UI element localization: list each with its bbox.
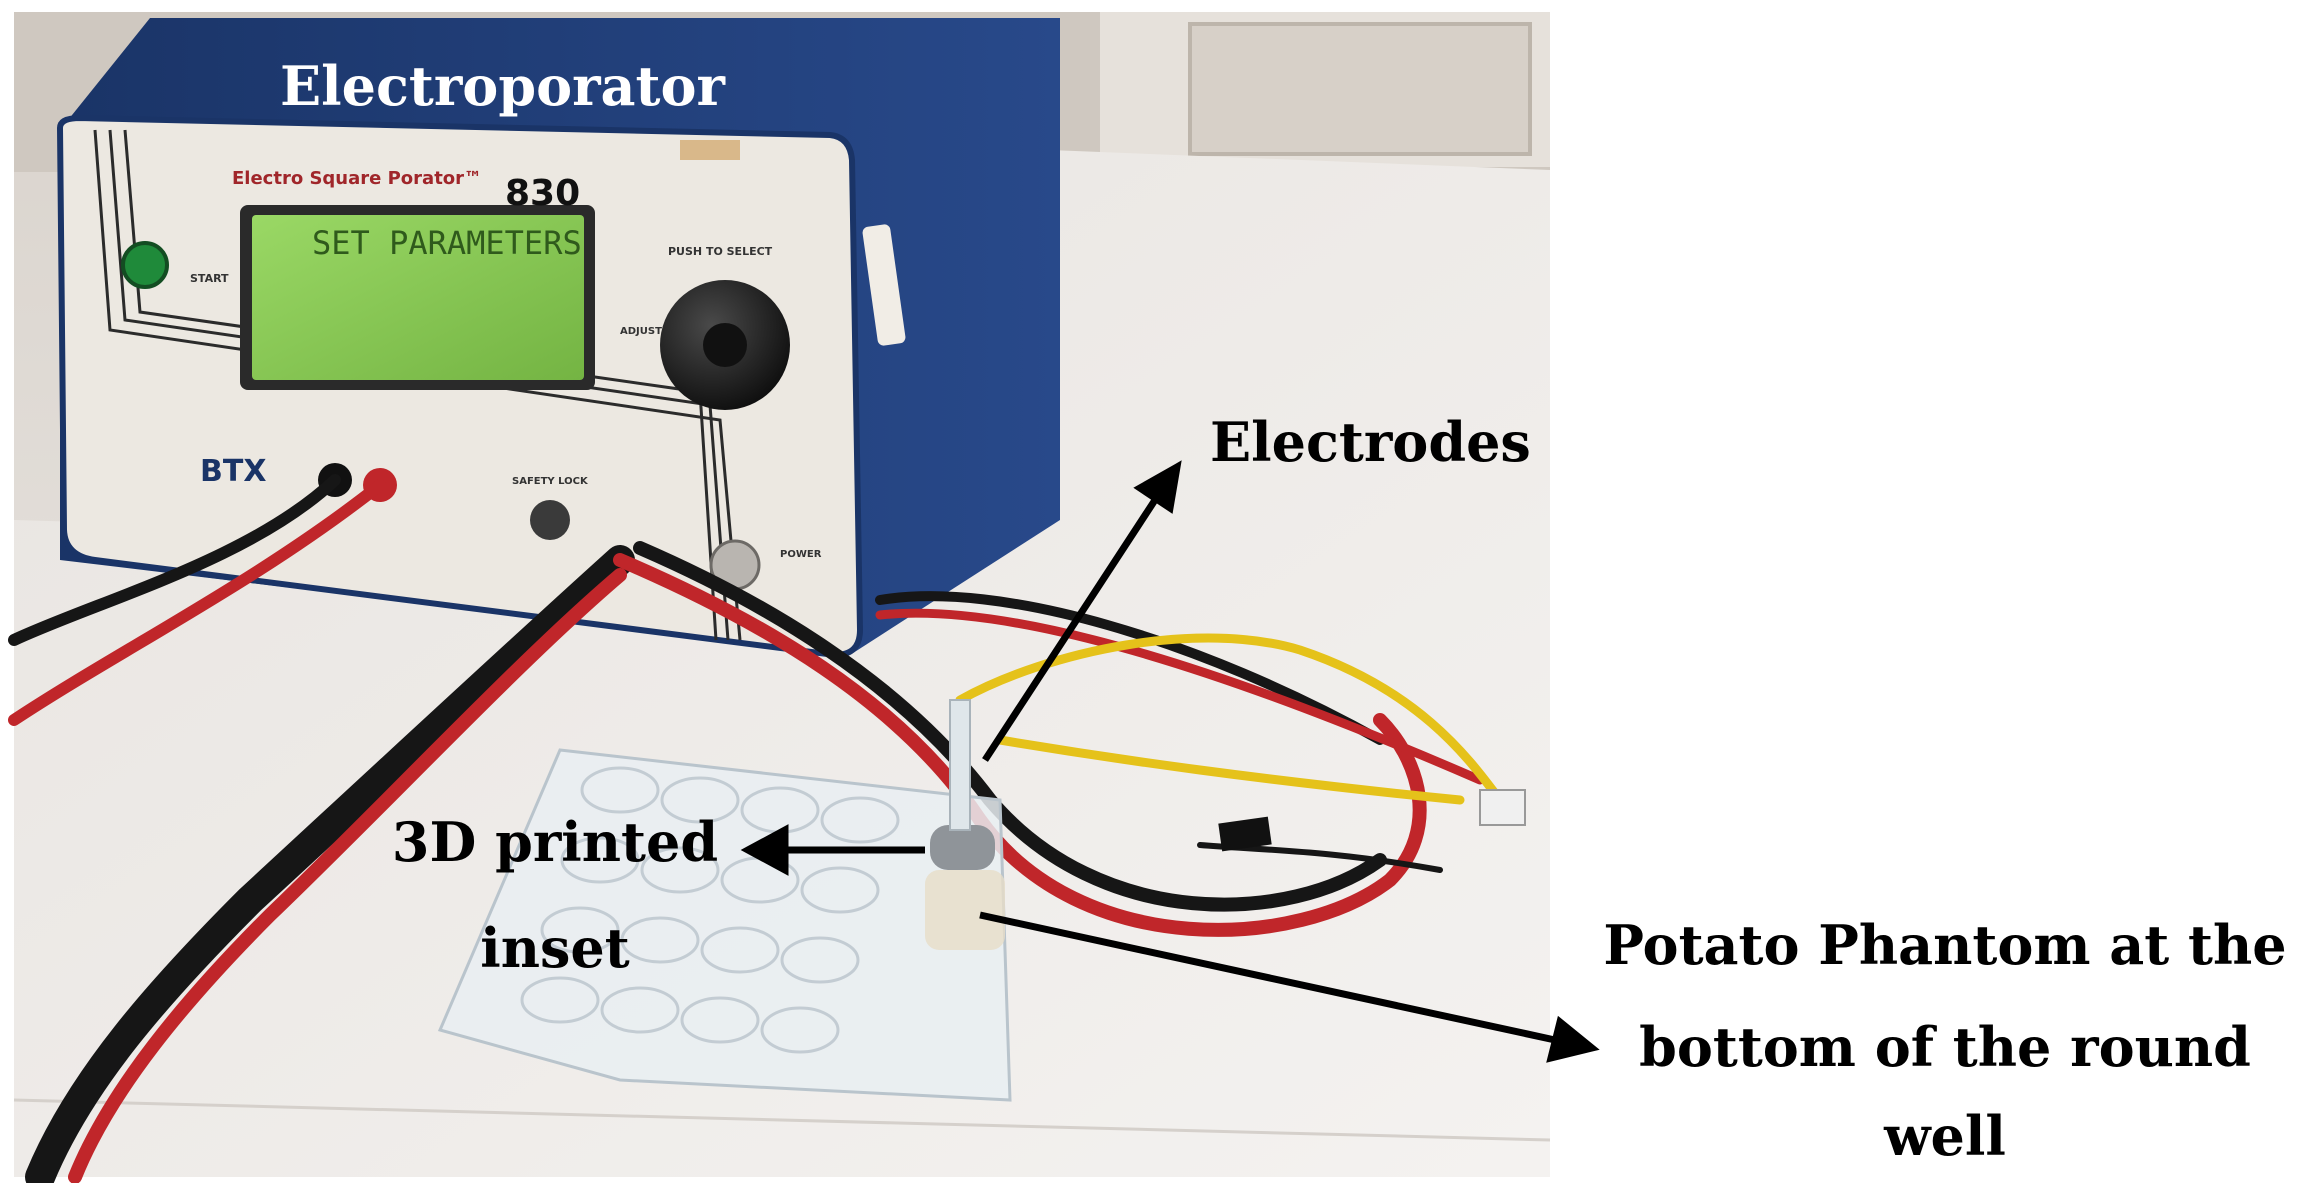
electroporator-label: Electroporator — [280, 54, 725, 118]
well-plate — [437, 699, 1012, 1102]
inset-label-line2: inset — [480, 916, 630, 980]
electrode-tubes — [949, 699, 971, 831]
device-model-number: 830 — [505, 173, 581, 214]
power-label: POWER — [780, 549, 822, 560]
safety-lock-label: SAFETY LOCK — [512, 476, 588, 487]
electrodes-label: Electrodes — [1210, 410, 1531, 474]
device-brand-line: Electro Square Porator™ — [232, 168, 483, 189]
arrow-electrodes — [982, 498, 1158, 762]
round-well — [925, 870, 1005, 950]
phantom-label-line1: Potato Phantom at the — [1603, 913, 2287, 977]
cables — [8, 474, 1526, 1183]
window-frame — [1188, 22, 1532, 156]
knob-label-side: ADJUST — [620, 326, 662, 337]
inset-cap — [930, 825, 995, 870]
knob-label-top: PUSH TO SELECT — [668, 245, 773, 258]
brand-logo: BTX — [200, 454, 267, 489]
annotation-arrows — [740, 460, 1600, 1063]
phantom-label-line2: bottom of the round — [1639, 1015, 2251, 1079]
phantom-label-line3: well — [1884, 1104, 2006, 1168]
safety-jack — [530, 500, 570, 540]
start-label: START — [190, 272, 229, 285]
lcd-line1: SET PARAMETERS — [312, 224, 582, 262]
inset-label-line1: 3D printed — [391, 810, 719, 874]
arrow-phantom — [979, 911, 1556, 1044]
start-button — [121, 241, 169, 289]
